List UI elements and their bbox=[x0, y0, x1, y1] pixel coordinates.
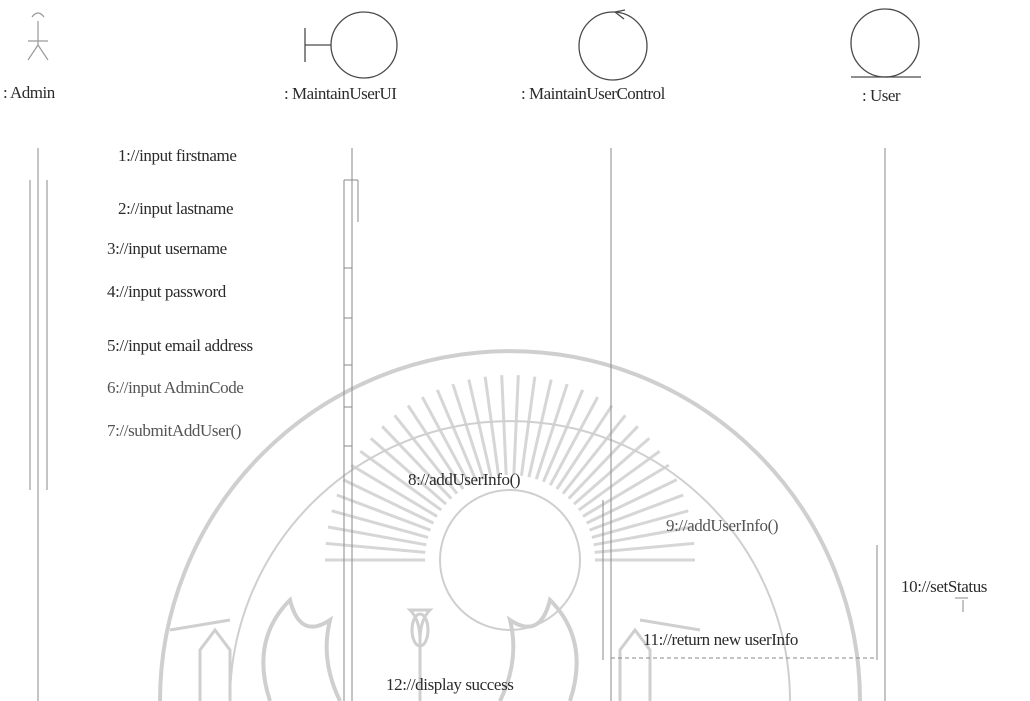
message-label: 9://addUserInfo() bbox=[666, 516, 779, 535]
participant-admin-label: : Admin bbox=[3, 83, 55, 102]
message-label: 3://input username bbox=[107, 239, 227, 258]
message-label: 7://submitAddUser() bbox=[107, 421, 242, 440]
message-label: 1://input firstname bbox=[118, 146, 237, 165]
message-label: 2://input lastname bbox=[118, 199, 234, 218]
message-label: 11://return new userInfo bbox=[643, 630, 798, 649]
message-label: 6://input AdminCode bbox=[107, 378, 244, 397]
message-label: 12://display success bbox=[386, 675, 514, 694]
actor-icon bbox=[27, 12, 49, 61]
message-label: 8://addUserInfo() bbox=[408, 470, 521, 489]
participant-control-label: : MaintainUserControl bbox=[521, 84, 665, 103]
participant-ui-label: : MaintainUserUI bbox=[284, 84, 397, 103]
entity-icon bbox=[850, 8, 921, 78]
participant-user-label: : User bbox=[862, 86, 901, 105]
message-label: 10://setStatus bbox=[901, 577, 988, 596]
control-icon bbox=[578, 9, 648, 81]
message-label: 4://input password bbox=[107, 282, 226, 301]
boundary-icon bbox=[304, 11, 398, 79]
message-label: 5://input email address bbox=[107, 336, 253, 355]
